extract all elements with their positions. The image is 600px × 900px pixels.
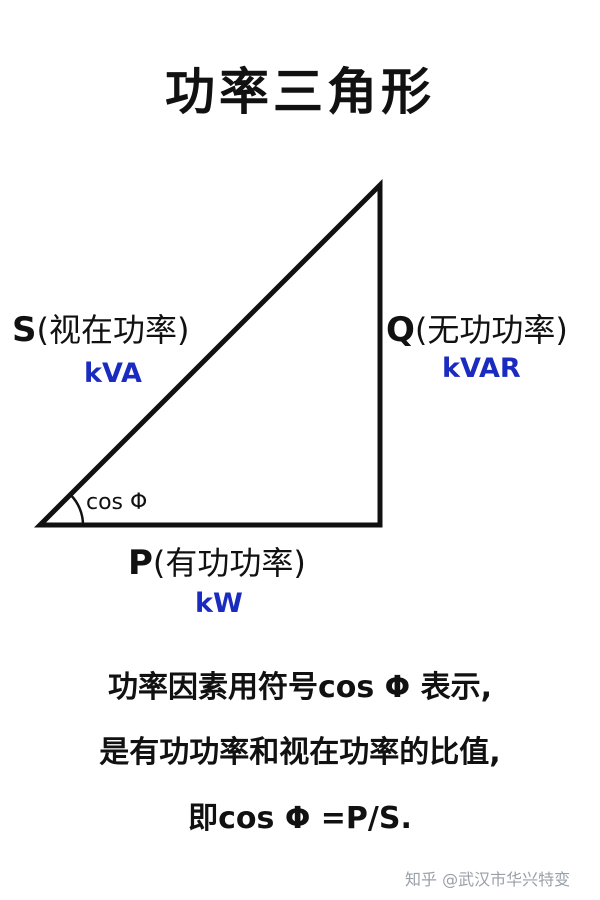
s-label: S(视在功率) xyxy=(12,305,189,351)
p-label: P(有功功率) xyxy=(128,538,306,584)
angle-label: cos Φ xyxy=(86,490,148,515)
angle-arc xyxy=(69,493,85,526)
s-unit: kVA xyxy=(84,358,142,389)
p-unit: kW xyxy=(195,588,243,619)
s-name: (视在功率) xyxy=(36,311,190,349)
q-unit: kVAR xyxy=(442,353,521,384)
triangle-outline xyxy=(33,178,383,528)
q-label: Q(无功功率) xyxy=(386,305,568,351)
description-line-2: 是有功功率和视在功率的比值, xyxy=(99,735,501,770)
p-letter: P xyxy=(128,543,153,583)
q-letter: Q xyxy=(386,310,415,350)
description-line-3: 即cos Φ =P/S. xyxy=(188,801,412,836)
s-letter: S xyxy=(12,310,37,350)
watermark: 知乎 @武汉市华兴特变 xyxy=(405,870,571,889)
p-name: (有功功率) xyxy=(152,544,306,582)
q-name: (无功功率) xyxy=(414,311,568,349)
description-line-1: 功率因素用符号cos Φ 表示, xyxy=(107,670,493,705)
page-title: 功率三角形 xyxy=(165,63,435,121)
